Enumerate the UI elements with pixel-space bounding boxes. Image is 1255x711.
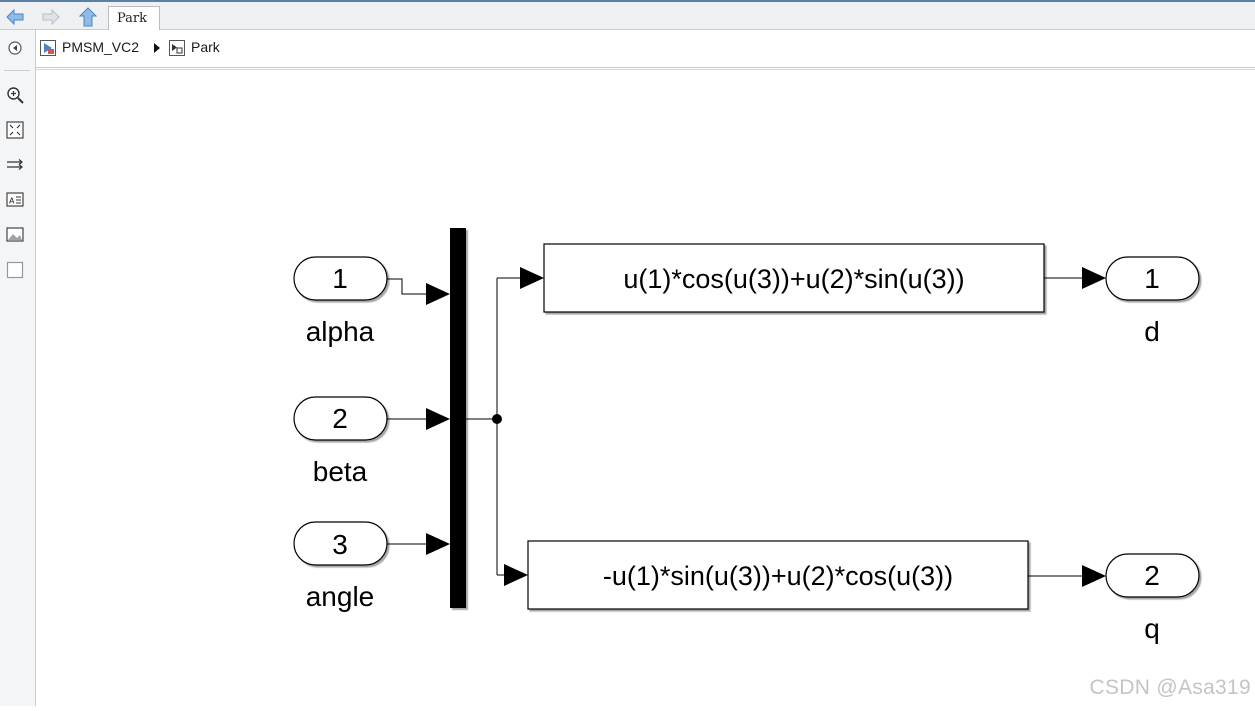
window-top-border xyxy=(0,0,1255,2)
arrowhead xyxy=(426,283,450,305)
outport-number: 1 xyxy=(1144,263,1160,294)
branch-point xyxy=(492,414,502,424)
inport-number: 2 xyxy=(332,403,348,434)
breadcrumb: PMSM_VC2 Park xyxy=(36,30,1255,70)
fit-to-view-icon[interactable] xyxy=(5,120,25,140)
model-icon xyxy=(40,40,56,56)
arrowhead xyxy=(1082,565,1106,587)
fcn-block-d[interactable]: u(1)*cos(u(3))+u(2)*sin(u(3)) xyxy=(543,243,1045,313)
inport-beta[interactable]: 2 beta xyxy=(293,396,388,487)
fcn-block-q[interactable]: -u(1)*sin(u(3))+u(2)*cos(u(3)) xyxy=(527,540,1029,610)
canvas-toolbar: A xyxy=(0,30,36,706)
inport-label: angle xyxy=(306,581,375,612)
arrow-routing-icon[interactable] xyxy=(5,155,25,175)
annotation-icon[interactable]: A xyxy=(5,190,25,210)
outport-q[interactable]: 2 q xyxy=(1105,553,1200,644)
up-arrow-icon[interactable] xyxy=(77,6,99,28)
inport-alpha[interactable]: 1 alpha xyxy=(293,256,388,347)
tab-label: Park xyxy=(117,11,148,26)
signal-line-alpha xyxy=(387,278,426,295)
outport-d[interactable]: 1 d xyxy=(1105,256,1200,347)
arrowhead xyxy=(426,408,450,430)
breadcrumb-chevron-icon xyxy=(154,43,160,53)
area-icon[interactable] xyxy=(5,260,25,280)
model-canvas[interactable]: 1 alpha 2 beta 3 angle u(1)*cos(u(3))+u(… xyxy=(36,70,1255,706)
outport-label: q xyxy=(1144,613,1160,644)
hide-browser-icon[interactable] xyxy=(5,38,25,58)
arrowhead xyxy=(1082,267,1106,289)
signal-lines xyxy=(387,277,1082,577)
back-arrow-icon[interactable] xyxy=(4,6,26,28)
arrowhead xyxy=(504,564,528,586)
svg-text:A: A xyxy=(9,197,15,206)
forward-arrow-icon[interactable] xyxy=(40,6,62,28)
inport-number: 3 xyxy=(332,529,348,560)
tab-park[interactable]: Park xyxy=(108,6,160,30)
breadcrumb-item-subsystem[interactable]: Park xyxy=(191,39,220,55)
inport-label: alpha xyxy=(306,316,375,347)
toolbar-divider xyxy=(4,70,30,71)
mux-block[interactable] xyxy=(450,228,466,608)
signal-arrowheads xyxy=(426,267,1106,587)
tab-bar: Park xyxy=(0,2,1255,30)
arrowhead xyxy=(520,267,544,289)
breadcrumb-item-model[interactable]: PMSM_VC2 xyxy=(62,39,140,55)
breadcrumb-bottom-rule xyxy=(36,69,1255,70)
arrowhead xyxy=(426,533,450,555)
inport-angle[interactable]: 3 angle xyxy=(293,521,388,612)
inport-number: 1 xyxy=(332,263,348,294)
watermark: CSDN @Asa319 xyxy=(1089,676,1251,699)
fcn-expression: u(1)*cos(u(3))+u(2)*sin(u(3)) xyxy=(623,264,964,294)
zoom-icon[interactable] xyxy=(5,85,25,105)
outport-number: 2 xyxy=(1144,560,1160,591)
image-icon[interactable] xyxy=(5,225,25,245)
outport-label: d xyxy=(1144,316,1160,347)
block-diagram: 1 alpha 2 beta 3 angle u(1)*cos(u(3))+u(… xyxy=(293,228,1200,644)
fcn-expression: -u(1)*sin(u(3))+u(2)*cos(u(3)) xyxy=(603,561,953,591)
subsystem-icon xyxy=(169,40,185,56)
inport-label: beta xyxy=(313,456,368,487)
